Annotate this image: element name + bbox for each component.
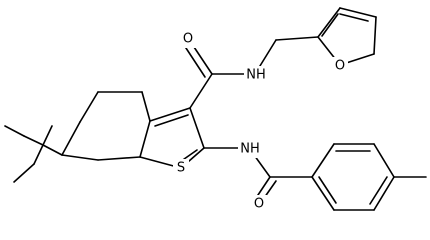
toluene-ring [311, 143, 427, 211]
bond [311, 143, 335, 178]
label-mask [238, 140, 262, 158]
carbonyl-oxygen-label: O [183, 32, 193, 47]
bond [61, 154, 99, 161]
bond [373, 143, 395, 178]
bond [317, 7, 341, 38]
bond [189, 73, 213, 109]
atom-labels: O NH O S NH O [173, 30, 348, 213]
bond [23, 135, 44, 146]
furan-oxygen-label: O [335, 59, 345, 74]
bond [339, 13, 369, 22]
bond [373, 176, 395, 211]
bond [97, 156, 141, 161]
sulfur-label: S [177, 161, 185, 176]
bond [255, 176, 271, 199]
bond [339, 7, 377, 18]
label-mask [332, 57, 348, 75]
bond [275, 36, 319, 41]
bond [318, 176, 337, 204]
bond [154, 114, 189, 127]
label-mask [173, 159, 189, 177]
bond [33, 144, 44, 165]
bond [141, 91, 151, 122]
label-mask [180, 30, 196, 48]
bond [373, 16, 377, 55]
bond [311, 176, 335, 211]
cyclohexene-ring [61, 91, 151, 161]
bond [149, 107, 191, 122]
bond [183, 44, 206, 78]
furan-ring [317, 7, 377, 66]
bond [139, 120, 151, 158]
bond [4, 125, 25, 137]
tert-butyl-group [4, 125, 63, 183]
carbonyl-oxygen-label: O [254, 197, 264, 212]
amide-nh-label: NH [246, 68, 266, 83]
label-mask [244, 66, 268, 84]
bond [61, 121, 81, 156]
structure-svg: O NH O S NH O [4, 7, 427, 213]
bond [79, 91, 99, 123]
bond [189, 107, 205, 149]
bond [321, 13, 339, 37]
label-mask [251, 195, 267, 213]
bond [13, 163, 35, 183]
molecule-drawing: O NH O S NH O [4, 7, 427, 213]
bond [42, 125, 53, 146]
bond [369, 176, 388, 205]
amide-nh-label: NH [240, 142, 260, 157]
bond [42, 144, 63, 156]
